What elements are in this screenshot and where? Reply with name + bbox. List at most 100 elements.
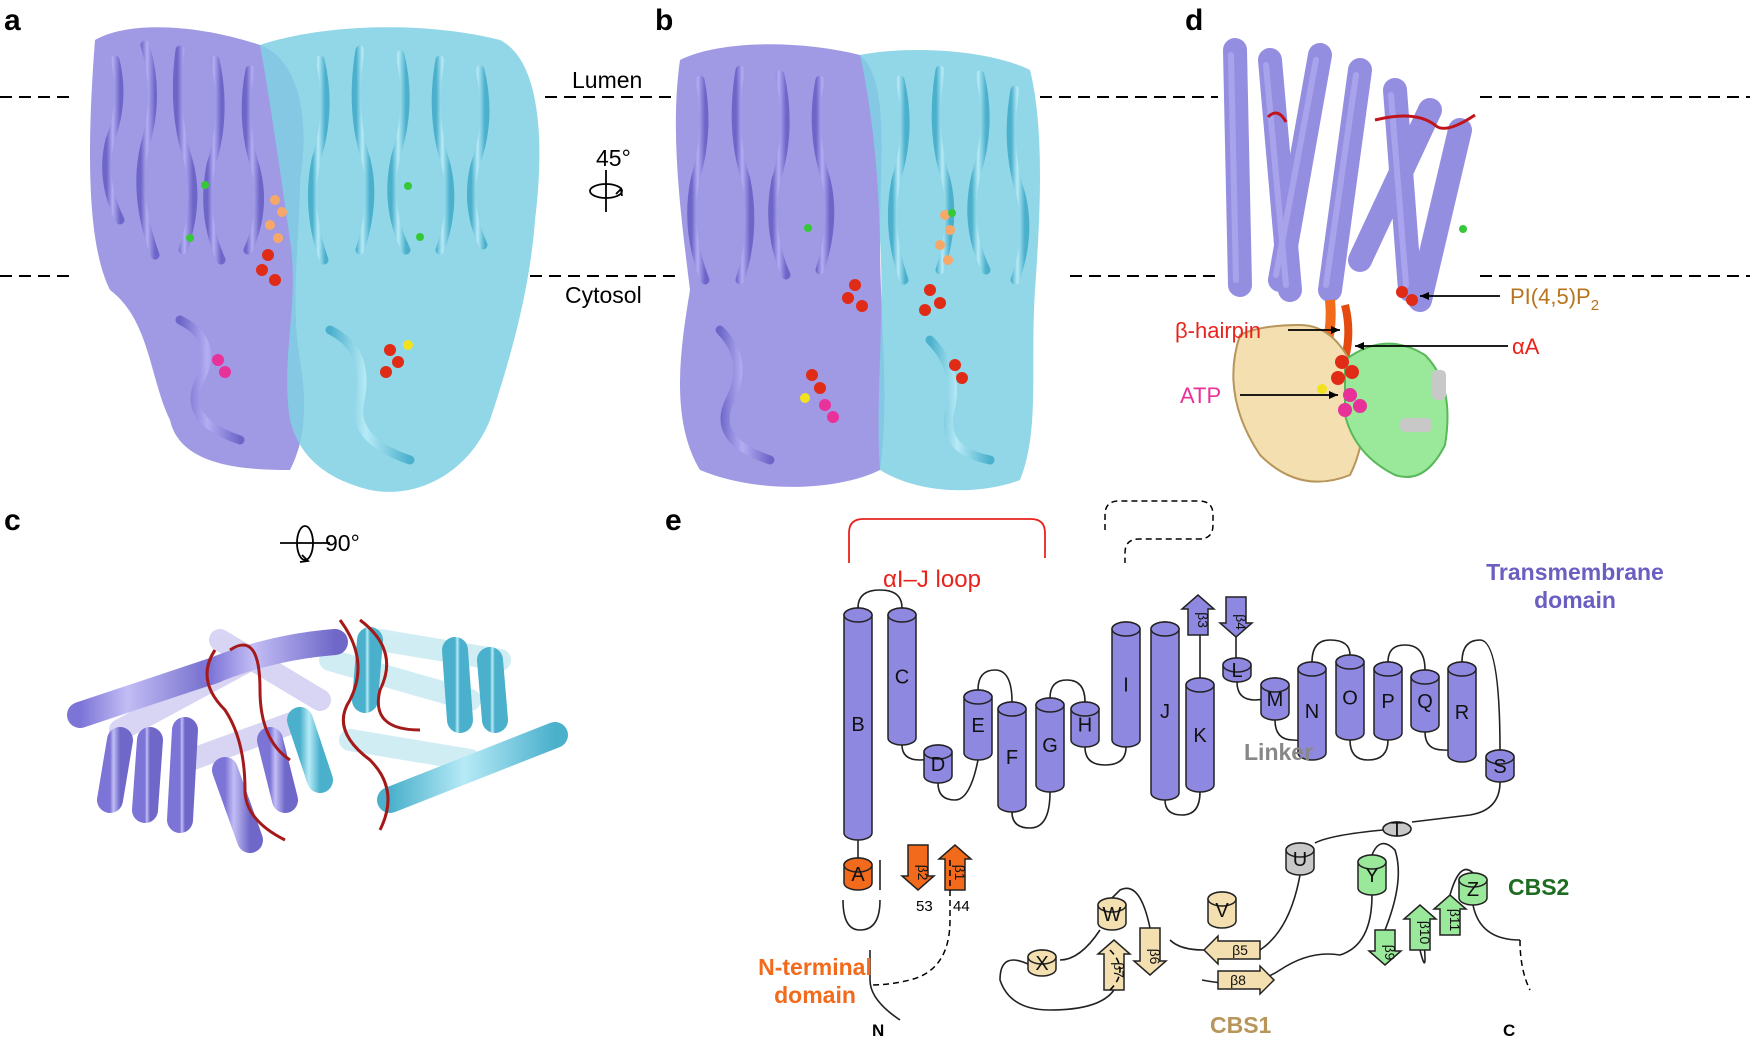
cbs1-label: CBS1	[1210, 1012, 1272, 1038]
cytosol-label: Cytosol	[565, 282, 642, 308]
strand-3	[1180, 594, 1216, 636]
helix-label-W: W	[1103, 904, 1122, 926]
rotation-90-label: 90°	[325, 530, 360, 556]
helix-M: M	[1260, 677, 1290, 721]
strand-label-8: β8	[1230, 972, 1246, 988]
residue-44-label: 44	[953, 898, 970, 915]
strand-label-4: β4	[1233, 614, 1249, 630]
helix-label-X: X	[1035, 953, 1048, 975]
panel-a-structure	[90, 27, 540, 492]
helix-label-A: A	[851, 864, 865, 886]
lumen-label: Lumen	[572, 67, 642, 93]
helix-Z: Z	[1458, 872, 1488, 906]
helix-label-V: V	[1215, 900, 1229, 922]
panel-letter-e: e	[665, 504, 682, 537]
pip2-label-sub: 2	[1591, 297, 1599, 314]
helix-label-O: O	[1342, 688, 1358, 710]
helix-B: B	[843, 607, 873, 841]
alpha-ij-loop-label: αI–J loop	[883, 566, 981, 593]
strand-8	[1217, 964, 1276, 996]
helix-G: G	[1035, 697, 1065, 793]
pip2-label-main: PI(4,5)P	[1510, 284, 1591, 309]
rotation-45-icon	[589, 170, 623, 212]
panel-letter-b: b	[655, 4, 673, 37]
helix-H: H	[1070, 701, 1100, 748]
helix-label-M: M	[1267, 689, 1284, 711]
helix-label-R: R	[1455, 702, 1469, 724]
helix-O: O	[1335, 654, 1365, 741]
panel-letter-d: d	[1185, 4, 1203, 37]
helix-label-T: T	[1391, 819, 1403, 841]
helix-label-J: J	[1160, 701, 1170, 723]
rotation-45-label: 45°	[596, 145, 631, 171]
helix-label-P: P	[1381, 691, 1394, 713]
panel-letter-c: c	[4, 504, 21, 537]
strand-5	[1202, 934, 1261, 966]
helix-A: A	[843, 857, 873, 891]
n-terminal-label-line2: domain	[774, 982, 856, 1008]
strand-10	[1402, 904, 1438, 951]
helix-P: P	[1373, 661, 1403, 741]
panel-b-structure	[675, 44, 1040, 491]
helix-label-N: N	[1305, 701, 1319, 723]
strand-1	[937, 844, 973, 891]
helix-K: K	[1185, 677, 1215, 793]
residue-53-label: 53	[916, 898, 933, 915]
strand-label-7: β7	[1111, 962, 1127, 978]
strand-label-10: β10	[1417, 921, 1433, 945]
topology-backbone	[842, 589, 1521, 1021]
beta-hairpin-label: β-hairpin	[1175, 318, 1261, 343]
helix-label-C: C	[895, 667, 909, 689]
helix-label-G: G	[1042, 735, 1058, 757]
pip2-label: PI(4,5)P2	[1510, 284, 1599, 314]
helix-label-S: S	[1493, 756, 1506, 778]
helix-label-U: U	[1293, 849, 1307, 871]
helix-C: C	[887, 607, 917, 746]
helix-E: E	[963, 689, 993, 761]
strand-2	[900, 844, 936, 891]
strand-label-11: β11	[1447, 909, 1463, 932]
strand-4	[1218, 596, 1254, 638]
helix-label-K: K	[1193, 725, 1207, 747]
panel-letter-a: a	[4, 4, 21, 37]
c-terminus-label: C	[1503, 1021, 1515, 1040]
strand-label-2: β2	[915, 865, 931, 881]
helix-label-Y: Y	[1365, 865, 1378, 887]
helix-F: F	[997, 701, 1027, 813]
helix-Y: Y	[1357, 854, 1387, 896]
helix-N: N	[1297, 661, 1327, 761]
strand-label-5: β5	[1232, 942, 1248, 958]
strand-label-6: β6	[1147, 949, 1163, 965]
rotation-90-icon	[280, 525, 330, 563]
helix-U: U	[1285, 842, 1315, 876]
transmembrane-label-line1: Transmembrane	[1486, 559, 1664, 585]
strand-11	[1432, 894, 1468, 936]
helix-X: X	[1027, 949, 1057, 977]
alpha-a-label: αA	[1512, 334, 1540, 359]
strand-7	[1096, 939, 1132, 991]
helix-D: D	[923, 744, 953, 784]
helix-label-E: E	[971, 715, 984, 737]
helix-S: S	[1485, 749, 1515, 783]
atp-label: ATP	[1180, 383, 1221, 408]
helix-label-L: L	[1231, 660, 1242, 682]
linker-label: Linker	[1244, 739, 1313, 765]
transmembrane-label-line2: domain	[1534, 587, 1616, 613]
helix-V: V	[1207, 891, 1237, 929]
strand-label-1: β1	[952, 865, 968, 881]
strand-9	[1367, 929, 1403, 966]
n-terminus-label: N	[872, 1021, 884, 1040]
helix-label-I: I	[1123, 675, 1129, 697]
helix-Q: Q	[1410, 669, 1440, 733]
helix-label-B: B	[851, 714, 864, 736]
membrane-lines	[0, 96, 1750, 277]
helix-label-D: D	[931, 754, 945, 776]
strand-6	[1132, 927, 1168, 976]
n-terminal-label-line1: N-terminal	[758, 954, 872, 980]
strand-label-9: β9	[1382, 945, 1398, 961]
helix-R: R	[1447, 661, 1477, 763]
helix-W: W	[1097, 897, 1127, 931]
